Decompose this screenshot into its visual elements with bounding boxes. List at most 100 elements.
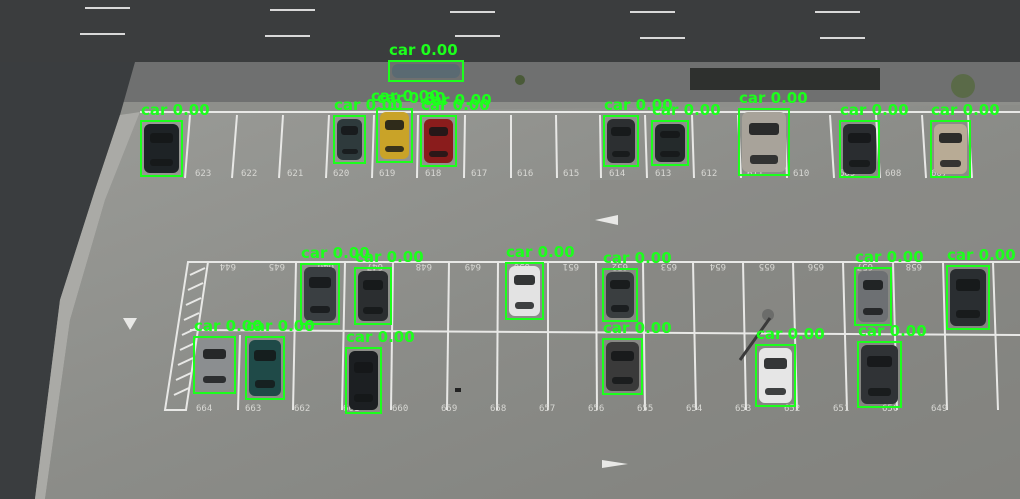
car — [249, 340, 281, 396]
detection-label: car 0.00 — [652, 101, 721, 119]
car — [144, 124, 179, 173]
detection-box: car 0.00 — [140, 102, 210, 177]
detection-label: car 0.00 — [246, 317, 315, 335]
space-number: 664 — [196, 404, 212, 414]
car — [843, 124, 876, 174]
space-number: 622 — [241, 169, 257, 179]
space-number: 657 — [857, 261, 873, 271]
car — [358, 271, 388, 321]
space-number: 660 — [392, 404, 408, 414]
space-number: 647 — [367, 261, 383, 271]
space-number: 649 — [465, 261, 481, 271]
car — [759, 348, 792, 403]
space-number: 652 — [612, 261, 628, 271]
detection-box: car 0.00 — [420, 97, 490, 167]
space-number: 654 — [686, 404, 702, 414]
car — [607, 119, 635, 163]
space-number: 612 — [701, 169, 717, 179]
space-number: 656 — [588, 404, 604, 414]
detection-box: car 0.00 — [376, 90, 446, 163]
space-number: 645 — [269, 261, 285, 271]
car — [858, 271, 888, 322]
space-number: 623 — [195, 169, 211, 179]
detection-label: car 0.00 — [389, 41, 458, 59]
detection-label: car 0.00 — [604, 96, 673, 114]
detection-label: car 0.00 — [346, 328, 415, 346]
space-number: 662 — [294, 404, 310, 414]
car — [606, 342, 639, 391]
detection-label: car 0.00 — [371, 87, 440, 105]
car — [392, 64, 460, 78]
space-number: 619 — [379, 169, 395, 179]
detection-label: car 0.00 — [423, 91, 492, 109]
space-number: 615 — [563, 169, 579, 179]
car — [509, 266, 540, 316]
space-number: 618 — [425, 169, 441, 179]
space-number: 654 — [710, 261, 726, 271]
detection-label: car 0.00 — [421, 96, 490, 114]
detection-label: car 0.00 — [194, 317, 263, 335]
detection-label: car 0.00 — [603, 319, 672, 337]
detection-label: car 0.00 — [603, 249, 672, 267]
space-number: 648 — [416, 261, 432, 271]
space-number: 655 — [759, 261, 775, 271]
detection-label: car 0.00 — [739, 89, 808, 107]
detection-box: car 0.00 — [345, 329, 415, 414]
space-number: 652 — [784, 404, 800, 414]
detection-label: car 0.00 — [377, 89, 446, 107]
space-number: 653 — [661, 261, 677, 271]
car — [742, 112, 786, 172]
car — [606, 272, 634, 318]
space-number: 646 — [318, 261, 334, 271]
space-number: 658 — [490, 404, 506, 414]
detection-label: car 0.00 — [355, 248, 424, 266]
detection-box: car 0.00 — [245, 318, 315, 400]
detection-label: car 0.00 — [931, 101, 1000, 119]
detection-box: car 0.00 — [603, 97, 673, 167]
space-number: 613 — [655, 169, 671, 179]
space-number: 609 — [839, 169, 855, 179]
detection-label: car 0.00 — [855, 248, 924, 266]
detection-box: car 0.00 — [738, 90, 808, 176]
space-number: 610 — [793, 169, 809, 179]
space-number: 655 — [637, 404, 653, 414]
space-number: 607 — [931, 169, 947, 179]
detection-label: car 0.00 — [858, 322, 927, 340]
street — [0, 0, 1020, 62]
car — [861, 345, 898, 404]
detection-box: car 0.00 — [354, 249, 424, 325]
detection-box: car 0.00 — [755, 326, 825, 407]
space-number: 657 — [539, 404, 555, 414]
space-number: 659 — [441, 404, 457, 414]
car — [934, 124, 967, 174]
space-number: 653 — [735, 404, 751, 414]
space-number: 663 — [245, 404, 261, 414]
space-number: 651 — [563, 261, 579, 271]
car — [304, 267, 336, 321]
space-number: 621 — [287, 169, 303, 179]
detection-box: car 0.00 — [388, 42, 464, 82]
detection-box: car 0.00 — [857, 323, 927, 408]
detection-box: car 0.00 — [602, 320, 672, 395]
space-number: 649 — [931, 404, 947, 414]
detection-label: car 0.00 — [301, 244, 370, 262]
space-number: 656 — [808, 261, 824, 271]
detection-label: car 0.00 — [947, 246, 1016, 264]
detection-box: car 0.00 — [333, 97, 403, 164]
detection-box: car 0.00 — [505, 244, 575, 320]
detection-box: car 0.00 — [839, 102, 909, 178]
detection-label: car 0.00 — [506, 243, 575, 261]
space-number: 608 — [885, 169, 901, 179]
detection-box: car 0.00 — [300, 245, 370, 325]
detection-label: car 0.00 — [840, 101, 909, 119]
car — [424, 119, 453, 163]
car — [337, 119, 362, 160]
car — [950, 269, 986, 326]
detection-box: car 0.00 — [602, 250, 672, 322]
car — [655, 124, 685, 162]
space-number: 616 — [517, 169, 533, 179]
space-number: 620 — [333, 169, 349, 179]
detection-box: car 0.00 — [946, 247, 1016, 330]
